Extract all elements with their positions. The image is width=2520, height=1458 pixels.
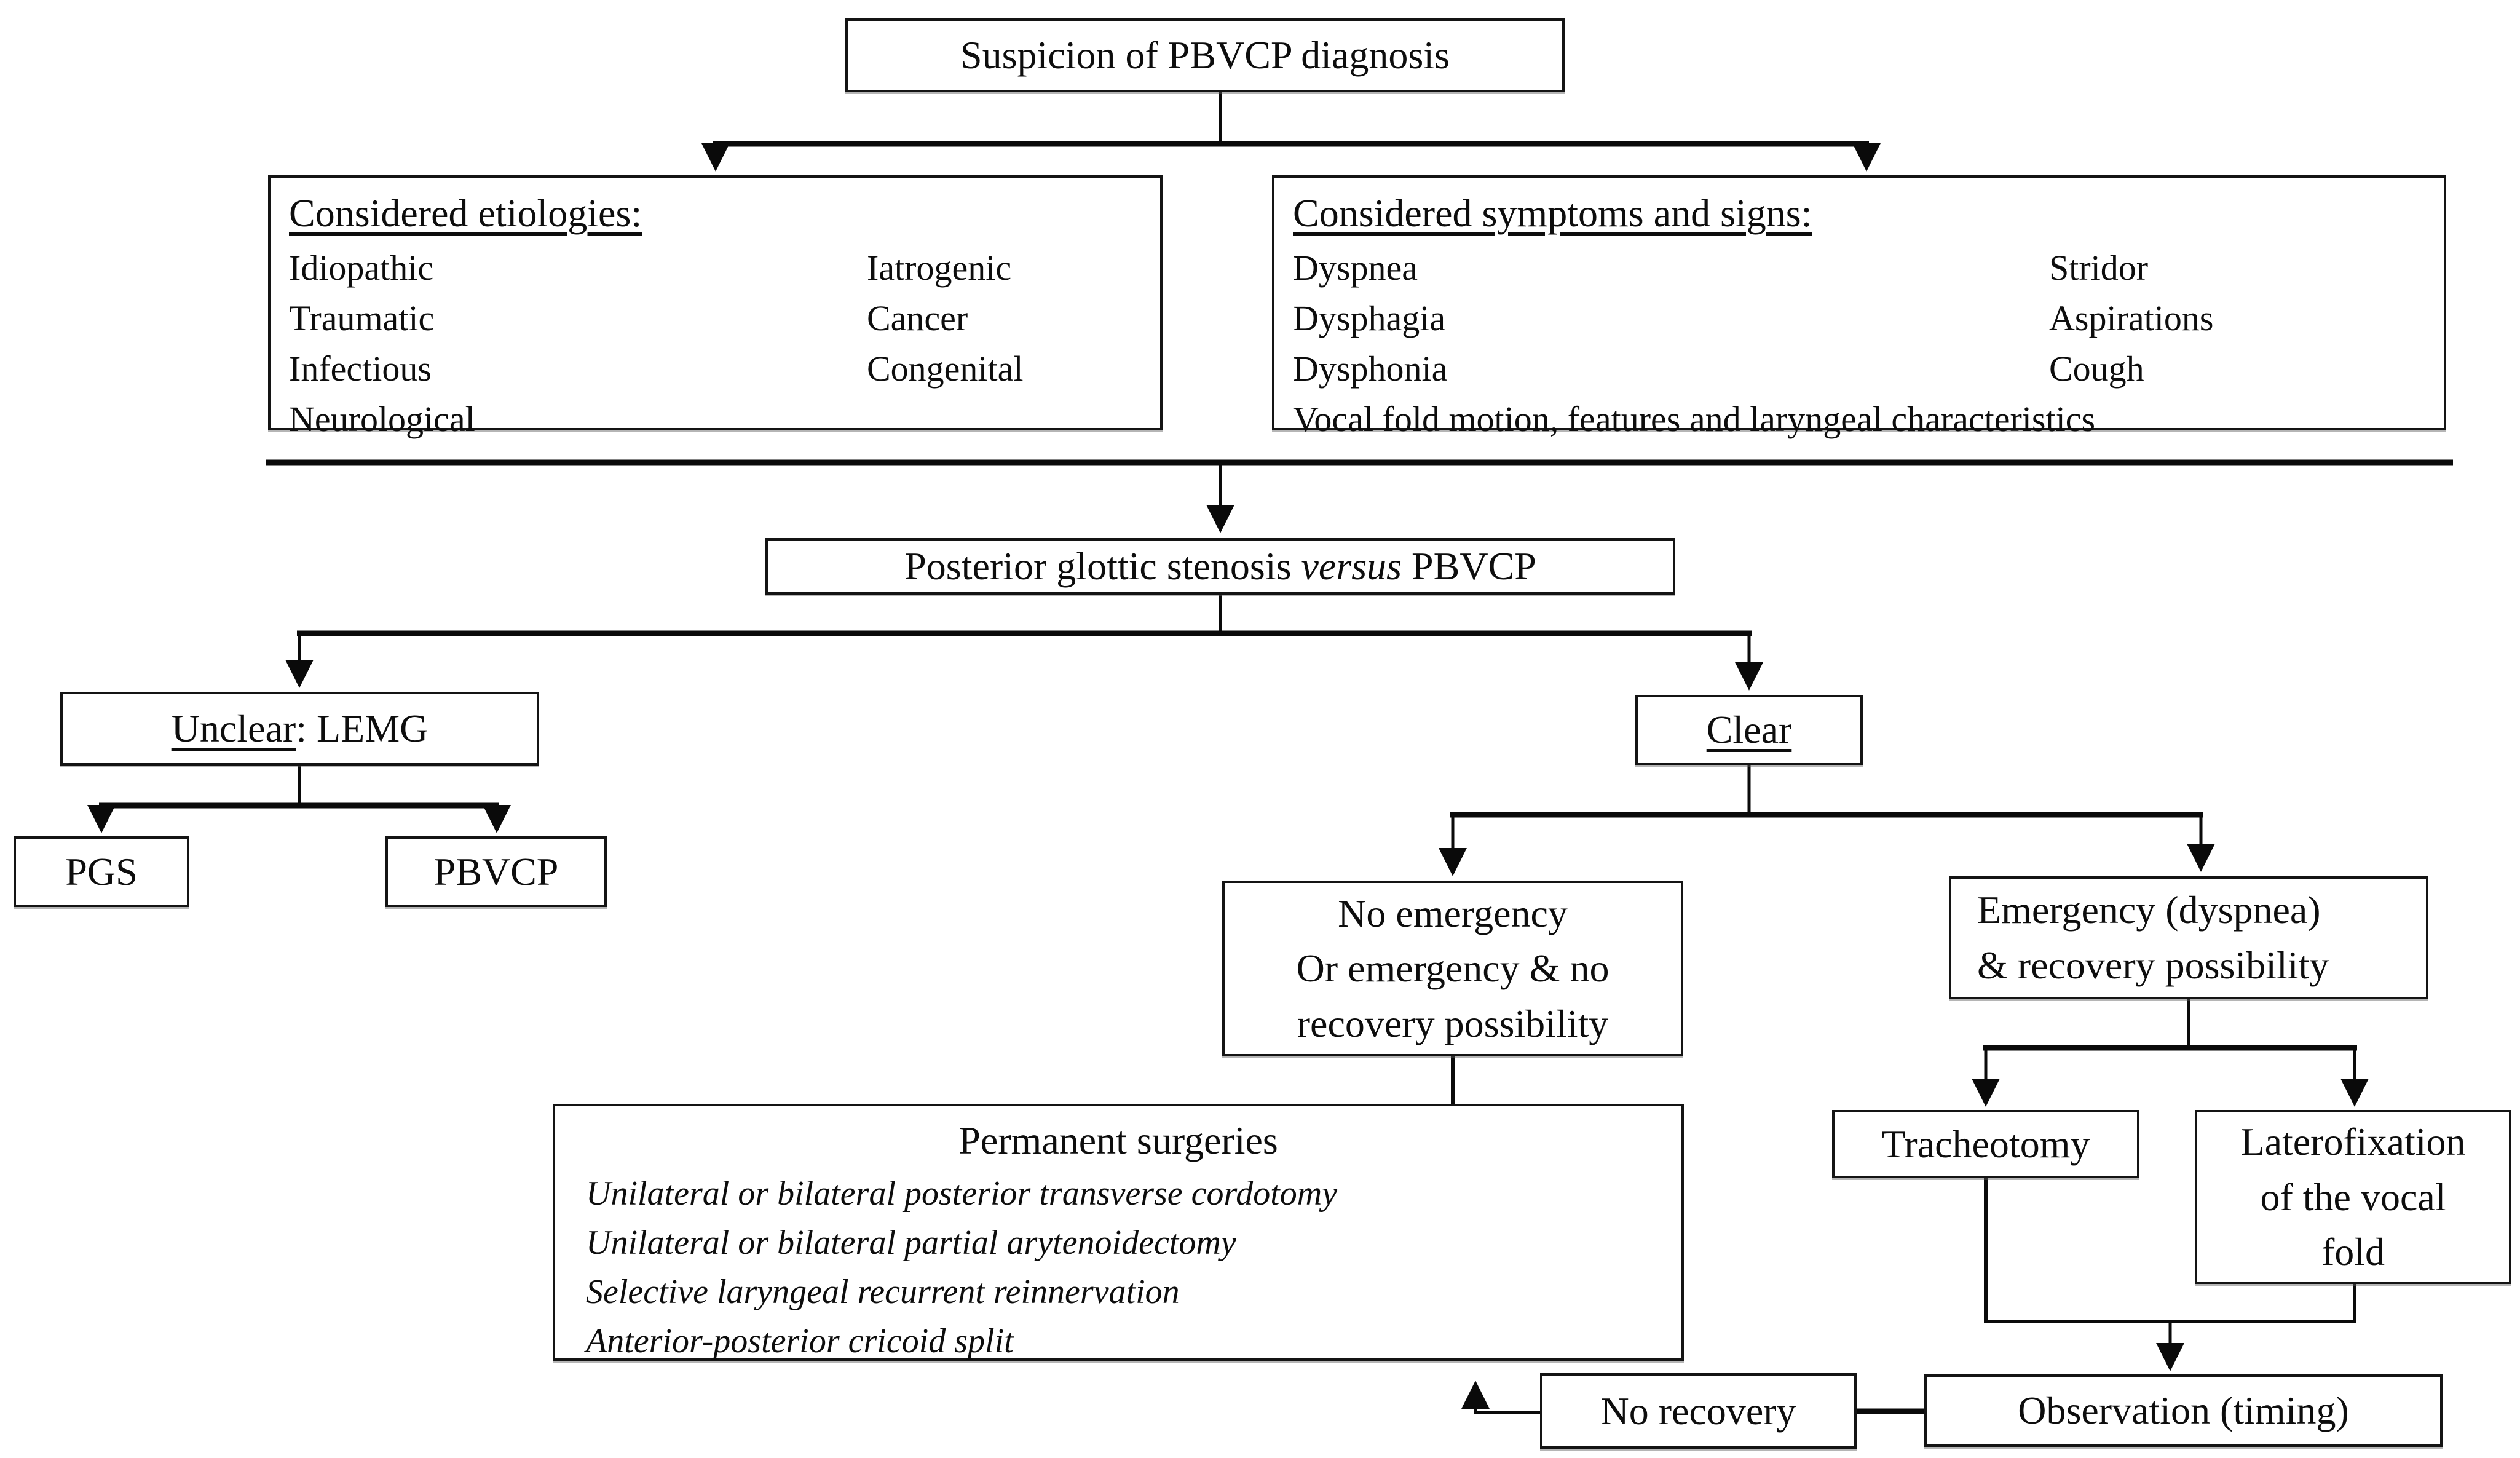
list-item: Idiopathic (289, 248, 434, 288)
node-tracheotomy-label: Tracheotomy (1881, 1122, 2090, 1166)
node-no-recovery: No recovery (1540, 1373, 1857, 1449)
list-item: Aspirations (2049, 298, 2214, 338)
node-pbvcp-label: PBVCP (433, 849, 559, 893)
node-tracheotomy: Tracheotomy (1832, 1110, 2139, 1178)
list-item: Neurological (289, 399, 475, 439)
list-item: Stridor (2049, 248, 2149, 288)
node-laterofixation-label: Laterofixation of the vocal fold (2240, 1120, 2466, 1274)
list-item: Dysphonia (1293, 349, 1448, 389)
node-pgs-label: PGS (65, 849, 138, 893)
symptoms-column-2: Stridor Aspirations Cough (2049, 243, 2213, 394)
etiologies-column-1: Idiopathic Traumatic Infectious Neurolog… (289, 243, 1142, 445)
symptoms-footer: Vocal fold motion, features and laryngea… (1293, 399, 2096, 439)
node-no-recovery-label: No recovery (1600, 1389, 1796, 1433)
list-item: Unilateral or bilateral posterior transv… (586, 1175, 1338, 1213)
list-item: Infectious (289, 349, 432, 389)
node-suspicion-label: Suspicion of PBVCP diagnosis (960, 33, 1450, 77)
node-permanent-surgeries: Permanent surgeries Unilateral or bilate… (553, 1104, 1684, 1361)
connector-norecovery-to-permanent (1461, 1381, 1540, 1414)
node-clear: Clear (1635, 695, 1863, 765)
symptoms-column-1: Dyspnea Dysphagia Dysphonia (1293, 243, 2425, 394)
node-laterofixation: Laterofixation of the vocal fold (2195, 1110, 2511, 1284)
node-emergency: Emergency (dyspnea) & recovery possibili… (1949, 876, 2428, 999)
node-no-emergency: No emergency Or emergency & no recovery … (1222, 881, 1683, 1056)
list-item: Iatrogenic (867, 248, 1012, 288)
node-observation-label: Observation (timing) (2018, 1389, 2349, 1433)
node-considered-symptoms: Considered symptoms and signs: Dyspnea D… (1272, 175, 2446, 439)
connector-suspicion-to-top-boxes (701, 92, 1881, 172)
list-item: Anterior-posterior cricoid split (586, 1322, 1014, 1360)
list-item: Dyspnea (1293, 248, 1418, 288)
list-item: Traumatic (289, 298, 435, 338)
list-item: Cough (2049, 349, 2144, 389)
node-suspicion: Suspicion of PBVCP diagnosis (845, 18, 1565, 92)
node-unclear-label: Unclear: LEMG (171, 707, 429, 751)
node-considered-etiologies: Considered etiologies: Idiopathic Trauma… (268, 175, 1163, 439)
connector-clear-branch (1439, 765, 2215, 876)
node-emergency-label: Emergency (dyspnea) & recovery possibili… (1977, 888, 2329, 987)
node-clear-label: Clear (1706, 708, 1792, 752)
node-stenosis-vs-pbvcp: Posterior glottic stenosis versus PBVCP (765, 538, 1675, 595)
connector-stenosis-branch (285, 593, 1763, 691)
list-item: Dysphagia (1293, 298, 1446, 338)
connector-unclear-branch (87, 766, 511, 833)
list-item: Selective laryngeal recurrent reinnervat… (586, 1273, 1180, 1311)
etiologies-heading: Considered etiologies: (289, 191, 642, 235)
symptoms-heading: Considered symptoms and signs: (1293, 191, 1812, 235)
list-item: Cancer (867, 298, 968, 338)
etiologies-column-2: Iatrogenic Cancer Congenital (867, 243, 1024, 394)
node-observation: Observation (timing) (1924, 1374, 2443, 1447)
connector-emergency-branch (1972, 999, 2369, 1107)
list-item: Unilateral or bilateral partial arytenoi… (586, 1224, 1236, 1262)
node-stenosis-label: Posterior glottic stenosis versus PBVCP (904, 544, 1536, 588)
node-pbvcp: PBVCP (385, 836, 607, 907)
node-pgs: PGS (14, 836, 189, 907)
connector-merge-to-observation (1984, 1178, 2356, 1371)
node-no-emergency-label: No emergency Or emergency & no recovery … (1296, 891, 1610, 1045)
list-item: Congenital (867, 349, 1024, 389)
permanent-surgeries-title: Permanent surgeries (958, 1119, 1278, 1162)
node-unclear-lemg: Unclear: LEMG (60, 692, 539, 766)
